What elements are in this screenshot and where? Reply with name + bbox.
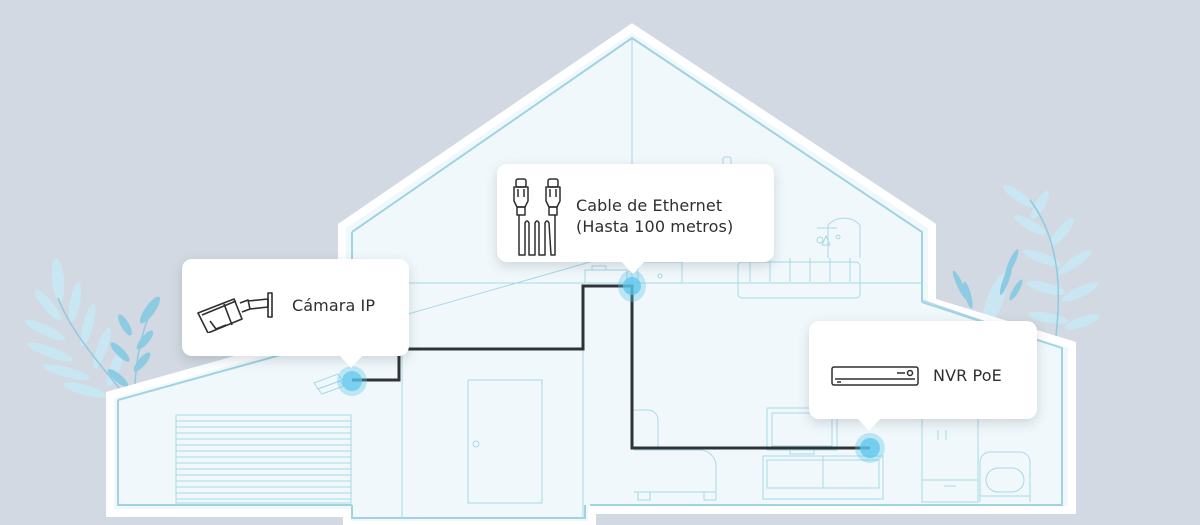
callout-ethernet-cable: Cable de Ethernet (Hasta 100 metros) xyxy=(497,164,774,274)
nvr-label: NVR PoE xyxy=(933,366,1002,385)
garage-door xyxy=(175,414,352,504)
callout-nvr-poe: NVR PoE xyxy=(809,321,1037,431)
ethernet-cable-line xyxy=(352,284,870,450)
plant-left xyxy=(24,258,161,398)
callout-ip-camera: Cámara IP xyxy=(182,259,409,368)
plant-right xyxy=(952,184,1100,346)
node-nvr xyxy=(855,433,885,463)
node-camera xyxy=(337,366,367,396)
cable-label-line2: (Hasta 100 metros) xyxy=(576,217,734,236)
ethernet-cable-icon xyxy=(513,178,561,256)
cable-label-line1: Cable de Ethernet xyxy=(576,196,723,215)
nvr-recorder-icon xyxy=(831,366,919,386)
ip-camera-icon xyxy=(197,292,273,333)
node-cable xyxy=(618,270,646,302)
camera-label: Cámara IP xyxy=(292,296,376,315)
